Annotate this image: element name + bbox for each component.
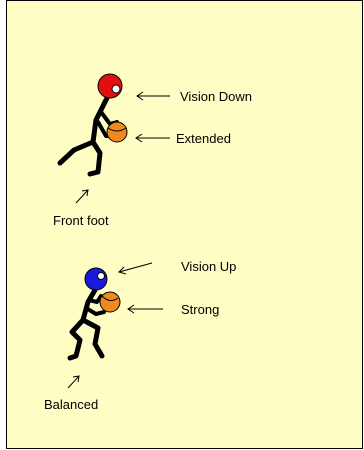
top-figure-back-leg — [87, 139, 103, 177]
arrow-vision-up-head — [118, 266, 127, 275]
arrow-balanced — [67, 375, 80, 389]
arrow-strong-head — [127, 304, 135, 314]
arrow-vision-down-head — [136, 91, 144, 101]
arrow-front-foot — [75, 189, 89, 204]
bottom-figure-head — [84, 267, 108, 291]
bottom-figure-eye — [97, 272, 105, 280]
arrow-vision-up — [118, 262, 153, 273]
top-ball-seam — [107, 127, 127, 132]
top-figure-torso — [90, 93, 111, 145]
top-figure-front-leg — [57, 139, 96, 166]
top-figure-eye — [111, 84, 121, 94]
label-strong: Strong — [181, 302, 219, 317]
bottom-figure-ball — [99, 291, 121, 313]
label-vision-down: Vision Down — [180, 89, 252, 104]
arrow-front-foot-head — [81, 189, 89, 197]
bottom-arrows — [67, 262, 163, 389]
top-stick-figure — [57, 73, 128, 177]
bottom-ball-seam — [101, 295, 119, 302]
diagram-panel — [6, 0, 363, 449]
label-front-foot: Front foot — [53, 213, 109, 228]
label-vision-up: Vision Up — [181, 259, 236, 274]
bottom-figure-arm-lower — [84, 306, 106, 316]
bottom-figure-front-leg — [67, 317, 86, 361]
label-extended: Extended — [176, 131, 231, 146]
label-balanced: Balanced — [44, 397, 98, 412]
bottom-figure-arm-upper — [87, 294, 103, 304]
bottom-stick-figure — [67, 267, 121, 361]
bottom-figure-torso — [80, 287, 98, 323]
arrow-extended-head — [135, 133, 143, 143]
arrow-balanced-head — [72, 375, 80, 383]
top-arrows — [75, 91, 170, 204]
top-figure-ball — [106, 121, 128, 143]
bottom-figure-back-leg — [80, 317, 105, 359]
